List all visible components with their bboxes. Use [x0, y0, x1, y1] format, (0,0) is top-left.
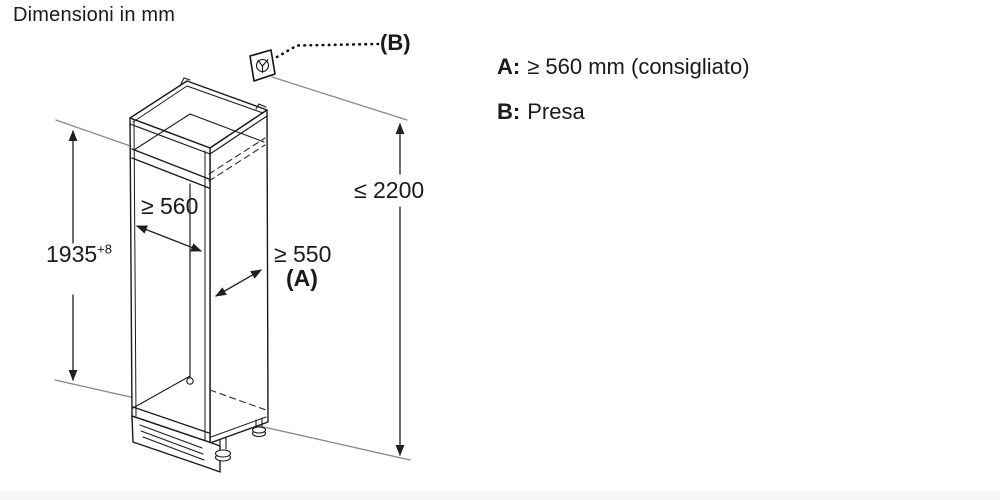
dim-label-depth: ≥ 550	[274, 241, 332, 267]
left-inner-vertical-edge	[133, 120, 137, 417]
dim-label-inner-width: ≥ 560	[141, 193, 199, 219]
right-bottom-inner-edge	[210, 416, 267, 438]
shelf-front-top-edge	[131, 148, 210, 180]
shelf-left-back-edge	[133, 113, 191, 151]
socket-dotted-callout-line	[275, 42, 380, 59]
page-bottom-edge	[0, 491, 1000, 500]
page-title: Dimensioni in mm	[13, 4, 176, 26]
hidden-shelf-edge-lower	[208, 144, 266, 182]
floor-front-edge	[132, 406, 210, 434]
dimension-550	[215, 269, 262, 297]
front-foot	[214, 437, 232, 462]
legend-item-b: B:Presa	[497, 101, 585, 123]
top-right-notch	[255, 103, 267, 110]
plinth-recess-line-2	[140, 430, 204, 455]
niche-top-extension-line	[55, 119, 134, 148]
shelf-front-bottom-edge	[131, 157, 210, 189]
legend-b-key: B:	[497, 99, 521, 124]
niche-height-tolerance: +8	[97, 241, 112, 257]
dim-label-niche-height: 1935+8	[46, 241, 112, 267]
back-foot	[251, 417, 267, 438]
socket-leader-line	[271, 76, 408, 121]
plinth-recess-line-1	[139, 424, 203, 449]
legend-a-key: A:	[497, 54, 521, 79]
dim-label-depth-ref: (A)	[286, 265, 318, 291]
socket-icon	[249, 49, 276, 82]
socket-callout-label: (B)	[380, 30, 411, 55]
top-front-thickness-edge	[129, 115, 268, 155]
plinth-top-edge	[131, 415, 210, 443]
top-back-notch	[180, 77, 191, 85]
cabinet-right-face	[209, 109, 269, 444]
back-floor-hole	[186, 377, 194, 385]
dimension-560	[135, 225, 203, 252]
shelf-back-top-edge	[189, 113, 265, 143]
floor-left-back-edge	[132, 375, 191, 409]
cabinet-front-face	[129, 117, 211, 444]
dim-label-max-height: ≤ 2200	[354, 177, 425, 203]
hidden-shelf-edge-upper	[208, 137, 266, 175]
niche-height-value: 1935	[46, 241, 98, 267]
legend-a-value: ≥ 560 mm (consigliato)	[527, 54, 750, 79]
top-panel-inner-edge	[132, 85, 264, 123]
cabinet	[129, 77, 269, 473]
legend-item-a: A:≥ 560 mm (consigliato)	[497, 56, 750, 78]
legend-b-value: Presa	[527, 99, 585, 124]
dimension-lines	[68, 122, 405, 457]
plinth-recess-line-3	[142, 436, 205, 461]
